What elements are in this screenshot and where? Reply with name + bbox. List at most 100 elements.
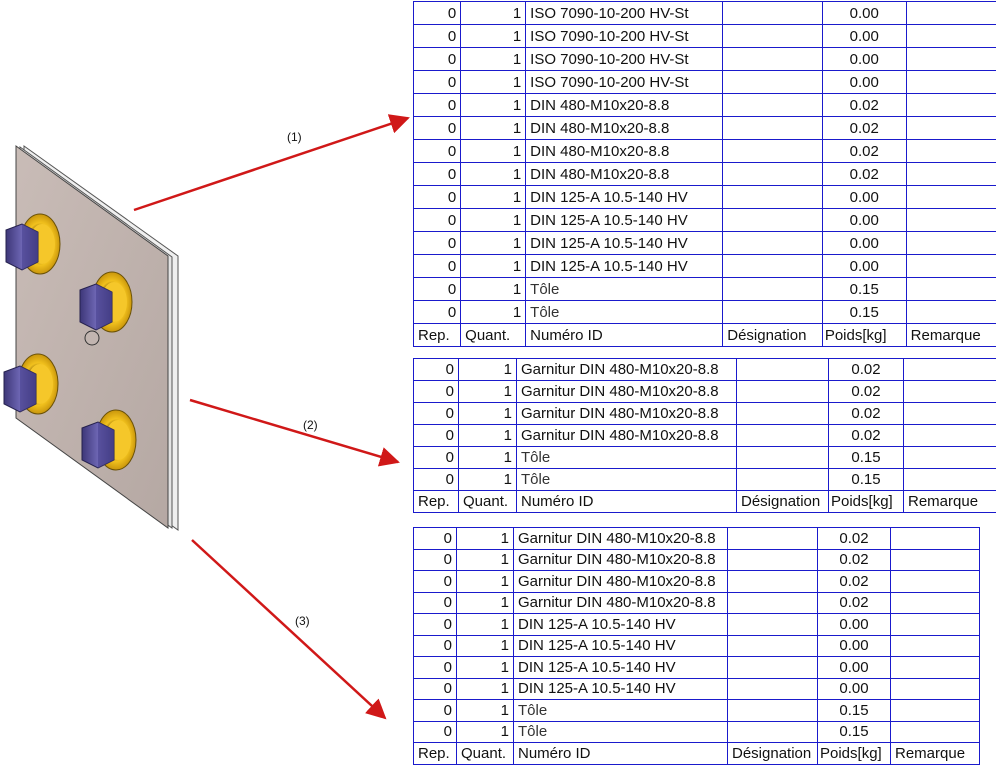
header-poids: Poids[kg] xyxy=(821,323,907,347)
cell-quant: 1 xyxy=(460,300,527,324)
cell-poids: 0.00 xyxy=(821,254,907,278)
cell-designation xyxy=(722,70,823,94)
cell-quant: 1 xyxy=(456,720,514,743)
cell-remarque xyxy=(905,231,996,255)
arrow-3 xyxy=(191,539,387,720)
cell-designation xyxy=(722,231,823,255)
cell-designation xyxy=(736,424,829,447)
cell-rep: 0 xyxy=(413,613,457,636)
cell-numero-id: DIN 125-A 10.5-140 HV xyxy=(525,231,724,255)
bolt-assembly-4 xyxy=(81,409,137,471)
cell-quant: 1 xyxy=(458,424,517,447)
cell-quant: 1 xyxy=(460,231,527,255)
cell-poids: 0.00 xyxy=(821,231,907,255)
cell-remarque xyxy=(905,277,996,301)
cell-designation xyxy=(722,162,823,186)
cell-rep: 0 xyxy=(412,162,462,186)
cell-numero-id: DIN 480-M10x20-8.8 xyxy=(525,139,724,163)
cell-rep: 0 xyxy=(412,231,462,255)
cell-designation xyxy=(722,139,823,163)
cell-rep: 0 xyxy=(412,208,462,232)
cell-quant: 1 xyxy=(456,591,514,614)
cell-designation xyxy=(722,254,823,278)
cell-poids: 0.00 xyxy=(821,1,907,25)
cell-rep: 0 xyxy=(413,634,457,657)
cell-numero-id: DIN 125-A 10.5-140 HV xyxy=(525,254,724,278)
cell-numero-id: Garnitur DIN 480-M10x20-8.8 xyxy=(516,380,737,403)
cell-numero-id: Garnitur DIN 480-M10x20-8.8 xyxy=(516,358,737,381)
cell-remarque xyxy=(890,591,980,614)
cell-rep: 0 xyxy=(413,699,457,722)
header-numero-id: Numéro ID xyxy=(525,323,724,347)
cell-rep: 0 xyxy=(412,1,462,25)
cell-numero-id: Garnitur DIN 480-M10x20-8.8 xyxy=(516,424,737,447)
cell-numero-id: ISO 7090-10-200 HV-St xyxy=(525,24,724,48)
cell-quant: 1 xyxy=(458,402,517,425)
cell-numero-id: Garnitur DIN 480-M10x20-8.8 xyxy=(513,591,728,614)
cell-remarque xyxy=(905,254,996,278)
cell-numero-id: DIN 480-M10x20-8.8 xyxy=(525,93,724,117)
cell-quant: 1 xyxy=(456,548,514,571)
cell-designation xyxy=(722,300,823,324)
cell-remarque xyxy=(905,70,996,94)
cell-numero-id: DIN 480-M10x20-8.8 xyxy=(525,162,724,186)
cell-quant: 1 xyxy=(456,634,514,657)
cell-rep: 0 xyxy=(413,720,457,743)
cell-rep: 0 xyxy=(412,47,462,71)
cell-designation xyxy=(727,570,818,593)
cell-designation xyxy=(722,116,823,140)
cell-rep: 0 xyxy=(413,570,457,593)
cell-quant: 1 xyxy=(456,656,514,679)
cell-poids: 0.00 xyxy=(821,24,907,48)
cell-quant: 1 xyxy=(456,699,514,722)
cell-remarque xyxy=(890,634,980,657)
cell-numero-id: ISO 7090-10-200 HV-St xyxy=(525,70,724,94)
cell-poids: 0.15 xyxy=(821,277,907,301)
arrow-label-2: (2) xyxy=(303,418,318,432)
cell-remarque xyxy=(903,446,996,469)
arrow-label-3: (3) xyxy=(295,614,310,628)
cell-rep: 0 xyxy=(412,24,462,48)
cell-quant: 1 xyxy=(460,70,527,94)
cell-rep: 0 xyxy=(413,424,459,447)
arrow-2 xyxy=(189,398,400,467)
cell-poids: 0.02 xyxy=(828,358,904,381)
cell-quant: 1 xyxy=(458,468,517,491)
cell-designation xyxy=(727,656,818,679)
header-numero-id: Numéro ID xyxy=(513,742,728,765)
cell-remarque xyxy=(905,162,996,186)
cell-poids: 0.02 xyxy=(817,591,891,614)
cell-poids: 0.00 xyxy=(817,656,891,679)
cell-poids: 0.02 xyxy=(821,93,907,117)
cell-designation xyxy=(722,47,823,71)
cell-designation xyxy=(736,468,829,491)
cell-rep: 0 xyxy=(413,548,457,571)
bolt-assembly-3 xyxy=(3,353,59,415)
cell-rep: 0 xyxy=(413,358,459,381)
header-poids: Poids[kg] xyxy=(828,490,904,513)
header-numero-id: Numéro ID xyxy=(516,490,737,513)
cell-designation xyxy=(727,677,818,700)
cell-designation xyxy=(727,634,818,657)
cell-numero-id: Garnitur DIN 480-M10x20-8.8 xyxy=(516,402,737,425)
cell-poids: 0.00 xyxy=(817,613,891,636)
cell-rep: 0 xyxy=(412,93,462,117)
cell-designation xyxy=(722,93,823,117)
cell-numero-id: DIN 125-A 10.5-140 HV xyxy=(513,634,728,657)
cell-poids: 0.02 xyxy=(821,162,907,186)
header-designation: Désignation xyxy=(727,742,818,765)
